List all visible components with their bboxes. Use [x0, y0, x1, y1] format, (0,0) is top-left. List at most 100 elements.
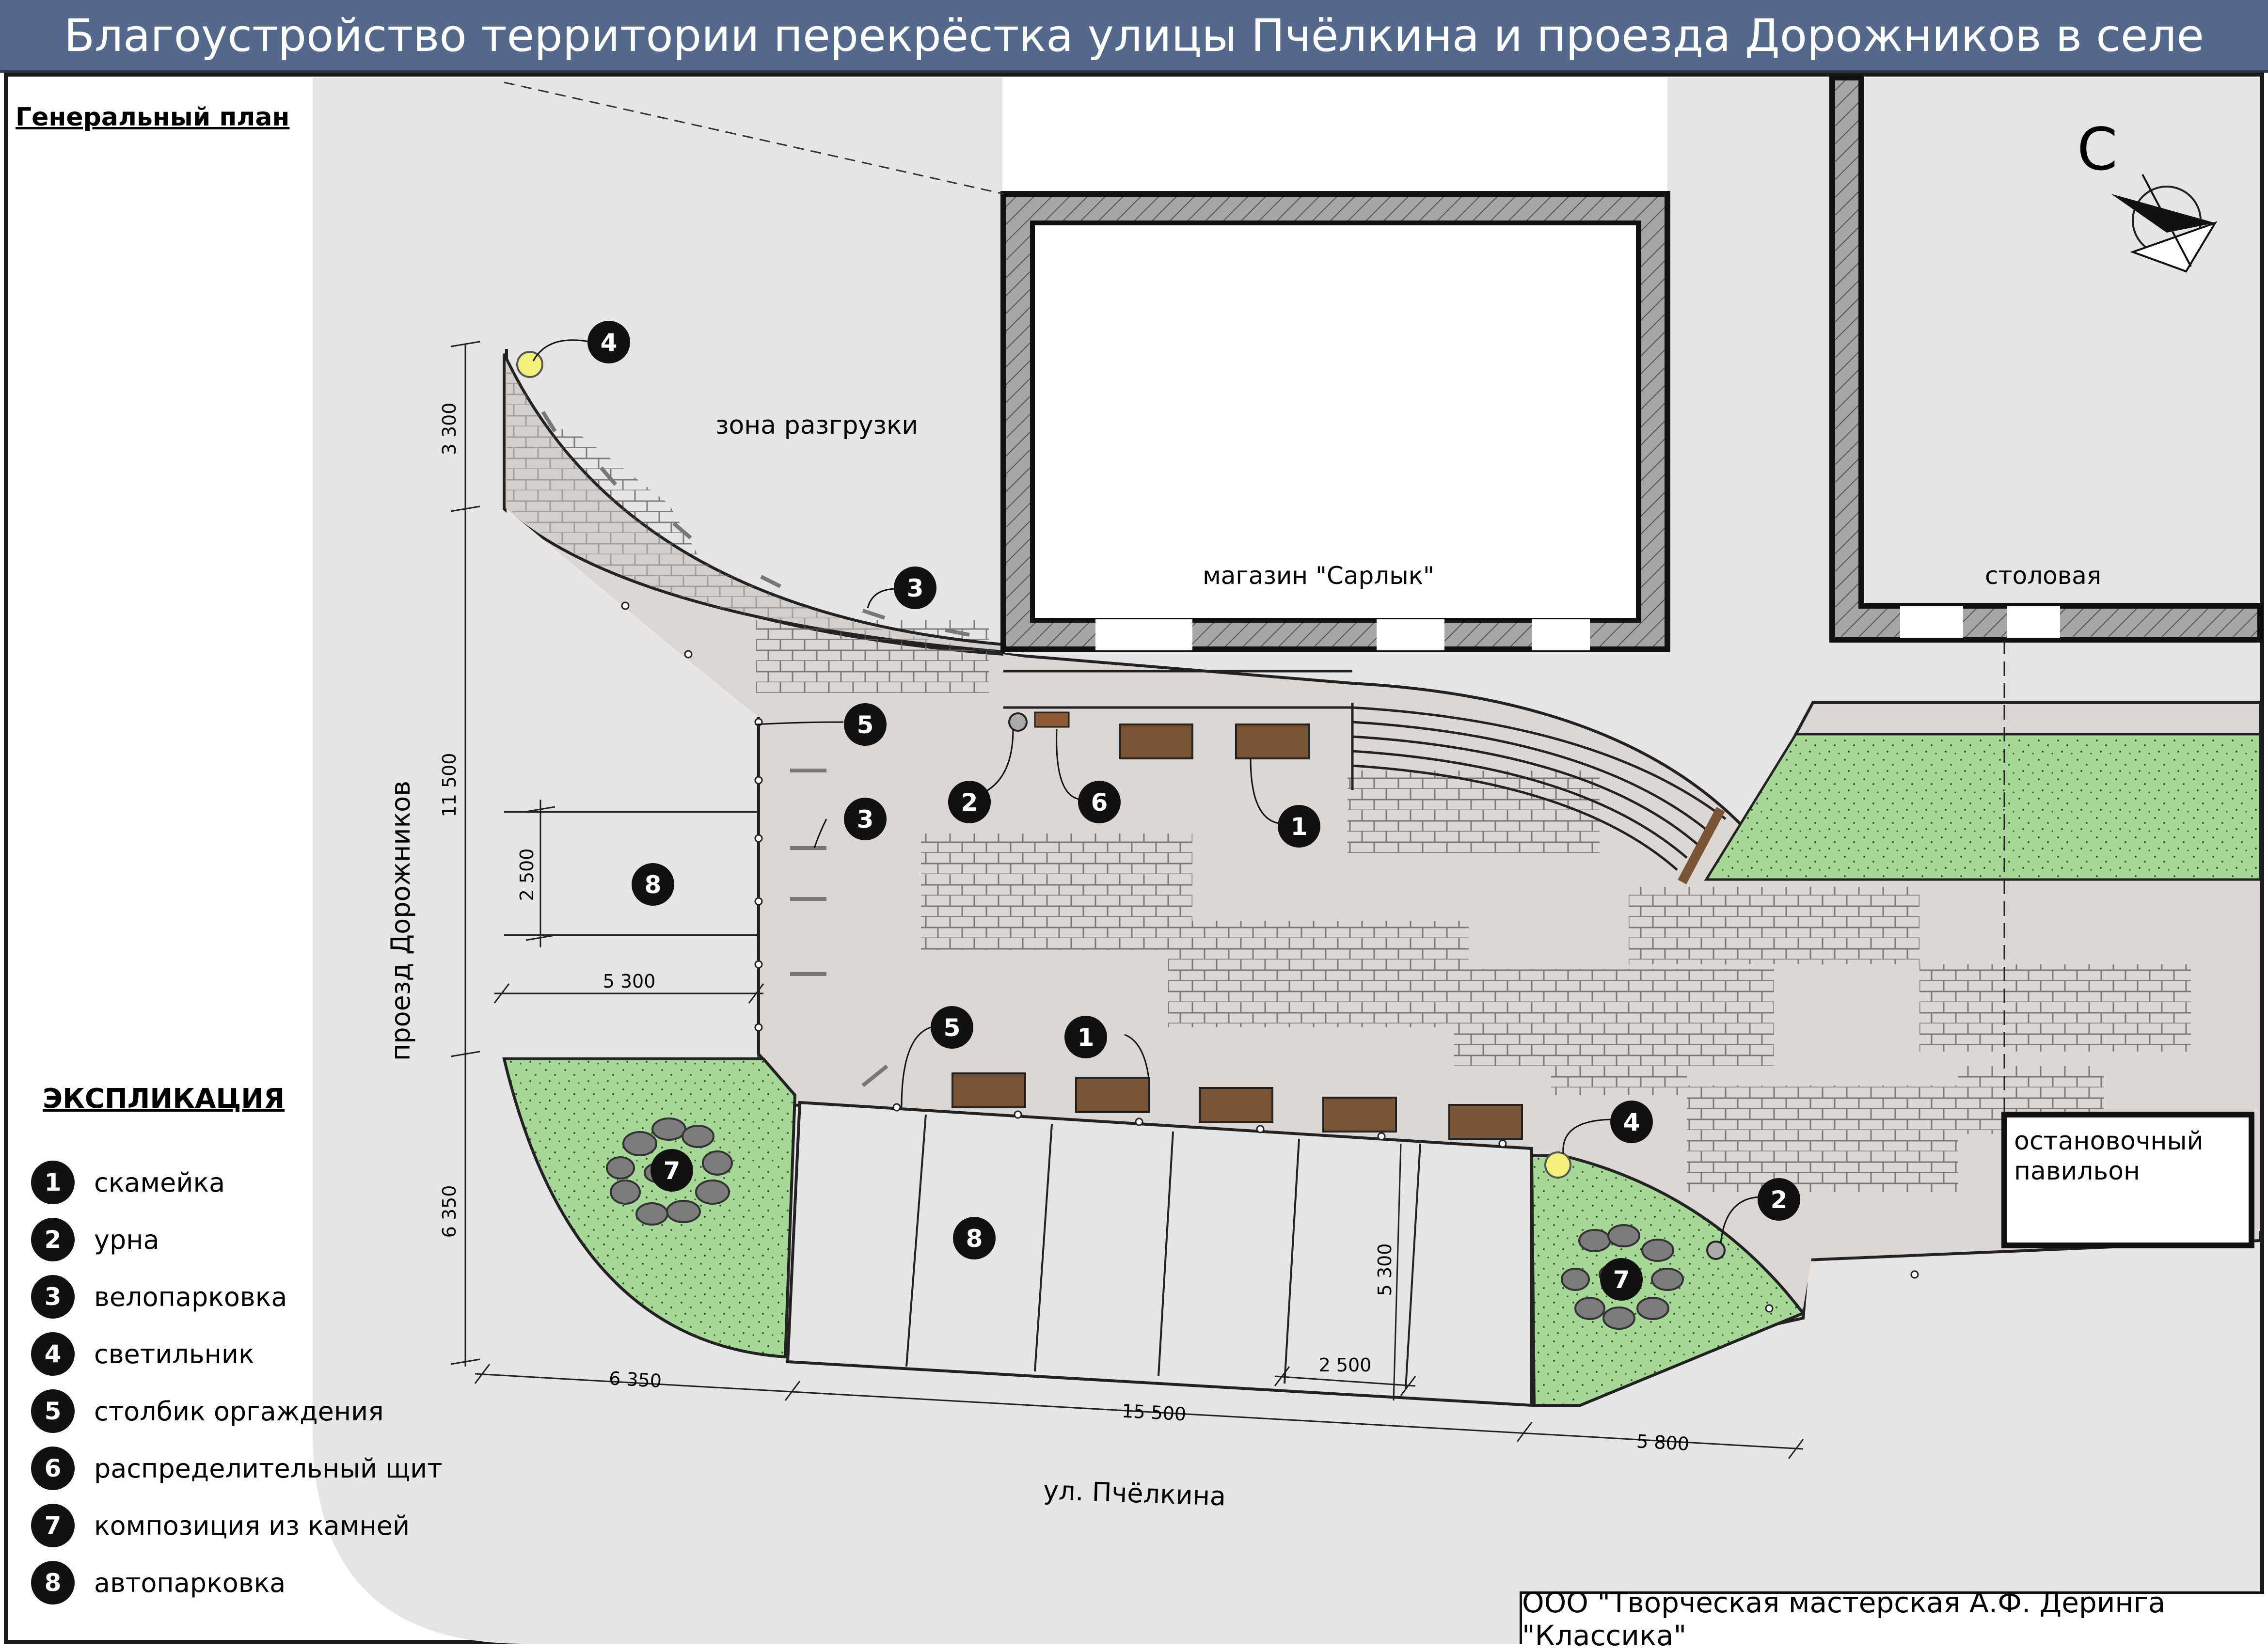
lamp	[516, 351, 543, 378]
marker-urn: 2	[961, 788, 978, 817]
marker-panel: 6	[1091, 788, 1108, 817]
ramp-railing	[1678, 807, 1725, 884]
marker-parking: 8	[645, 871, 662, 899]
legend-label: скамейка	[94, 1167, 225, 1198]
bench	[952, 1072, 1026, 1108]
island-wedge-fill	[507, 359, 1003, 652]
legend-label: урна	[94, 1224, 159, 1255]
marker-lamp: 4	[1623, 1108, 1640, 1136]
yard-gap	[1002, 78, 1667, 194]
dimension-label: 6 350	[439, 1185, 460, 1238]
distribution-panel	[1034, 711, 1070, 728]
north-arrow: С	[2077, 116, 2218, 273]
fence-posts	[621, 601, 1919, 1313]
marker-stones: 7	[664, 1157, 681, 1185]
street-label: ул. Пчёлкина	[1043, 1475, 1226, 1511]
bench-group-top	[1119, 724, 1310, 759]
bus-stop-label: остановочный	[2014, 1127, 2203, 1156]
stone-composition	[606, 1117, 733, 1226]
dimension-label: 5 800	[1636, 1431, 1690, 1455]
legend-label: распределительный щит	[94, 1453, 443, 1484]
paving-bricks	[528, 417, 2191, 1192]
shop-door-gap	[1377, 619, 1444, 650]
shop-label: магазин "Сарлык"	[1203, 562, 1434, 590]
parking-bottom-bay	[786, 1101, 1533, 1407]
canteen-building	[1829, 75, 2263, 643]
legend-number: 5	[31, 1389, 75, 1433]
unloading-zone-label: зона разгрузки	[715, 411, 918, 440]
marker-bench: 1	[1291, 813, 1308, 841]
company-stamp: ООО "Творческая мастерская А.Ф. Деринга …	[1520, 1586, 2264, 1652]
ramp-steps	[1003, 670, 1727, 871]
bus-stop-pavilion	[2001, 1112, 2254, 1248]
marker-circles	[587, 321, 1800, 1301]
legend-number: 6	[31, 1447, 75, 1490]
shop-door-gap	[1532, 619, 1590, 650]
dimension-label: 3 300	[439, 403, 460, 456]
legend-item: 5 столбик оргаждения	[31, 1389, 384, 1433]
canteen-label: столовая	[1985, 562, 2101, 590]
bike-parking-arc	[541, 410, 970, 637]
bench	[1119, 724, 1193, 759]
stone-composition	[1561, 1224, 1684, 1330]
dimension-label: 5 300	[603, 971, 656, 992]
legend-item: 6 распределительный щит	[31, 1447, 443, 1490]
shop-door-gap	[1095, 619, 1192, 650]
legend-number: 4	[31, 1332, 75, 1376]
canteen-door-gap	[2007, 606, 2060, 638]
dimension-lines	[450, 341, 1804, 1459]
legend-item: 2 урна	[31, 1218, 159, 1261]
bench	[1322, 1097, 1397, 1133]
dimension-label: 2 500	[516, 849, 538, 901]
legend-number: 7	[31, 1504, 75, 1547]
dimension-label: 5 300	[1374, 1243, 1396, 1296]
title-bar: Благоустройство территории перекрёстка у…	[0, 0, 2268, 120]
marker-stones: 7	[1613, 1266, 1630, 1294]
marker-bench: 1	[1078, 1023, 1094, 1052]
sight-line	[504, 81, 1004, 195]
marker-parking: 8	[966, 1225, 983, 1253]
legend-number: 2	[31, 1218, 75, 1261]
legend-label: велопарковка	[94, 1281, 287, 1312]
bench	[1235, 724, 1310, 759]
bench	[1199, 1087, 1273, 1123]
legend-number: 8	[31, 1561, 75, 1605]
bus-stop-label: павильон	[2014, 1157, 2140, 1186]
marker-bike: 3	[907, 574, 924, 602]
urn	[1008, 712, 1028, 732]
bike-parking-vertical	[790, 769, 888, 1087]
marker-urn: 2	[1771, 1186, 1788, 1214]
legend-number: 3	[31, 1275, 75, 1319]
legend-item: 4 светильник	[31, 1332, 254, 1376]
bench-group-bottom	[952, 1072, 1523, 1140]
bench	[1075, 1077, 1150, 1113]
bench	[1448, 1104, 1523, 1140]
legend-number: 1	[31, 1161, 75, 1204]
legend-label: столбик оргаждения	[94, 1396, 384, 1427]
lawn-east	[1704, 733, 2262, 881]
dimension-label: 6 350	[608, 1368, 662, 1392]
legend-label: светильник	[94, 1338, 254, 1369]
legend-item: 1 скамейка	[31, 1161, 225, 1204]
dimension-label: 15 500	[1121, 1400, 1187, 1425]
legend-item: 7 композиция из камней	[31, 1504, 410, 1547]
canteen-door-gap	[1900, 606, 1963, 638]
marker-lamp: 4	[601, 329, 618, 357]
parking-lines-bottom	[905, 1114, 1421, 1389]
marker-bike: 3	[857, 805, 874, 834]
plan-heading: Генеральный план	[16, 103, 290, 132]
lamp	[1544, 1151, 1571, 1179]
road-label: проезд Дорожников	[385, 781, 416, 1061]
legend-item: 8 автопарковка	[31, 1561, 285, 1605]
legend-item: 3 велопарковка	[31, 1275, 287, 1319]
legend-label: композиция из камней	[94, 1510, 410, 1541]
dimension-label: 11 500	[439, 753, 460, 818]
legend-heading: ЭКСПЛИКАЦИЯ	[43, 1083, 285, 1115]
marker-numbers: 4 3 5 3 8 2 6 1 5 1 7 8 4 2 7	[601, 329, 1788, 1294]
page-title: Благоустройство территории перекрёстка у…	[64, 10, 2204, 120]
urn	[1706, 1241, 1726, 1260]
parking-left-bay	[504, 509, 759, 1054]
marker-post: 5	[857, 711, 874, 739]
dimension-label: 2 500	[1319, 1354, 1372, 1376]
